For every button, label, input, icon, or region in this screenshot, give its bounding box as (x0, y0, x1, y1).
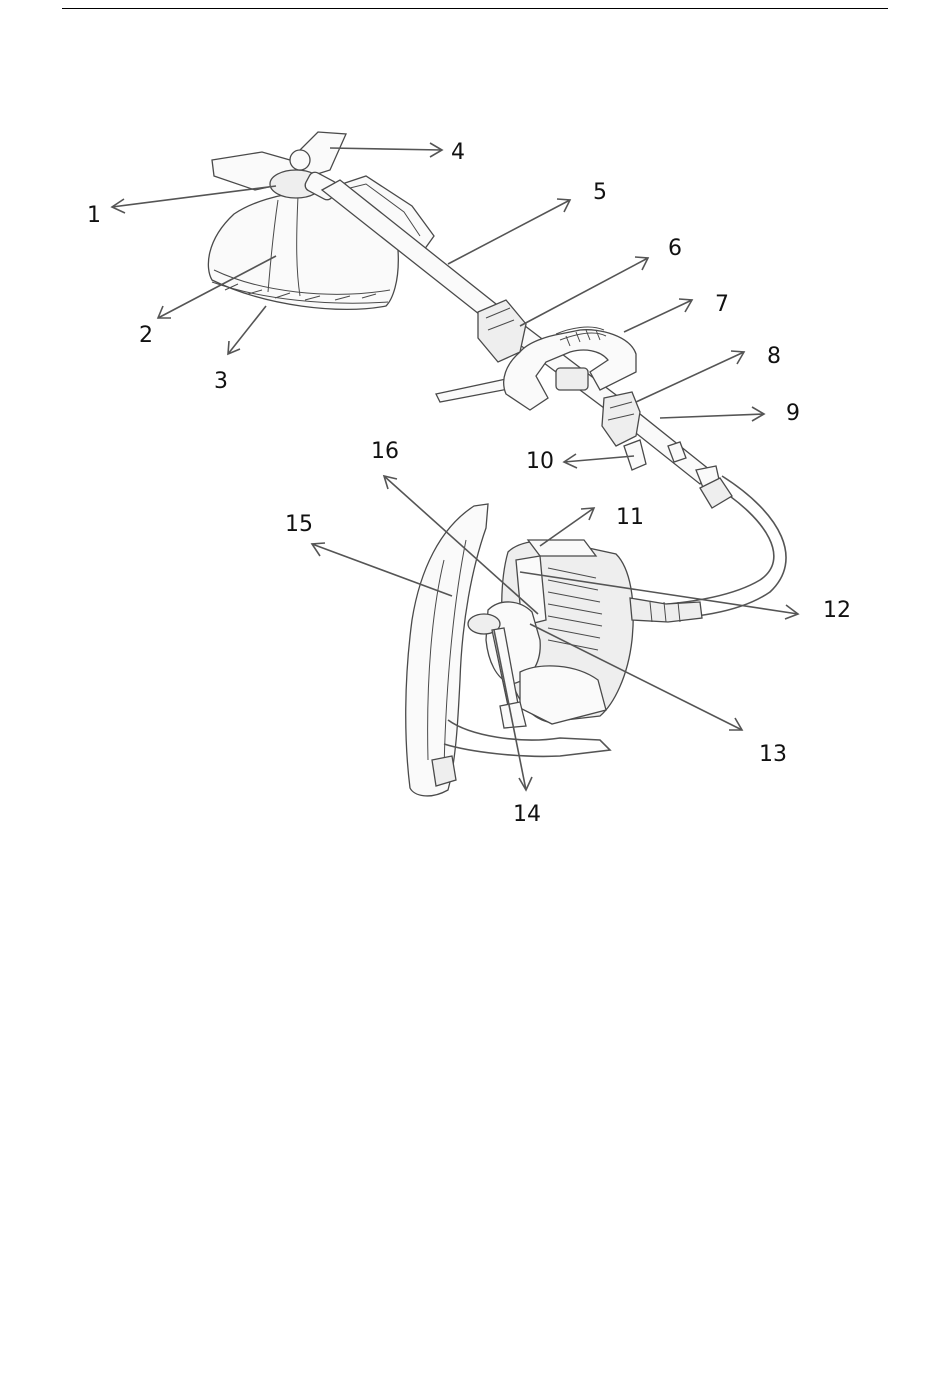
callout-6: 6 (668, 236, 682, 261)
callout-2: 2 (139, 323, 153, 348)
leader-4 (330, 143, 442, 157)
flex-hose (640, 476, 786, 620)
callout-9: 9 (786, 401, 800, 426)
callout-13: 13 (759, 742, 787, 767)
callout-8: 8 (767, 344, 781, 369)
leader-3 (228, 306, 266, 354)
callout-4: 4 (451, 140, 465, 165)
callout-11: 11 (616, 505, 644, 530)
leader-10 (564, 454, 634, 468)
leader-5 (448, 199, 570, 264)
callout-5: 5 (593, 180, 607, 205)
callout-labels: 1 2 3 4 5 6 7 8 9 10 11 12 13 14 15 16 (87, 140, 851, 827)
callout-14: 14 (513, 802, 541, 827)
engine-unit (468, 540, 702, 728)
leader-9 (660, 407, 764, 421)
callout-7: 7 (715, 292, 729, 317)
leader-8 (636, 351, 744, 402)
callout-1: 1 (87, 203, 101, 228)
callout-16: 16 (371, 439, 399, 464)
leader-7 (624, 299, 692, 332)
callout-15: 15 (285, 512, 313, 537)
callout-10: 10 (526, 449, 554, 474)
callout-12: 12 (823, 598, 851, 623)
machine-illustration (208, 132, 786, 796)
callout-3: 3 (214, 369, 228, 394)
leader-6 (520, 257, 648, 326)
